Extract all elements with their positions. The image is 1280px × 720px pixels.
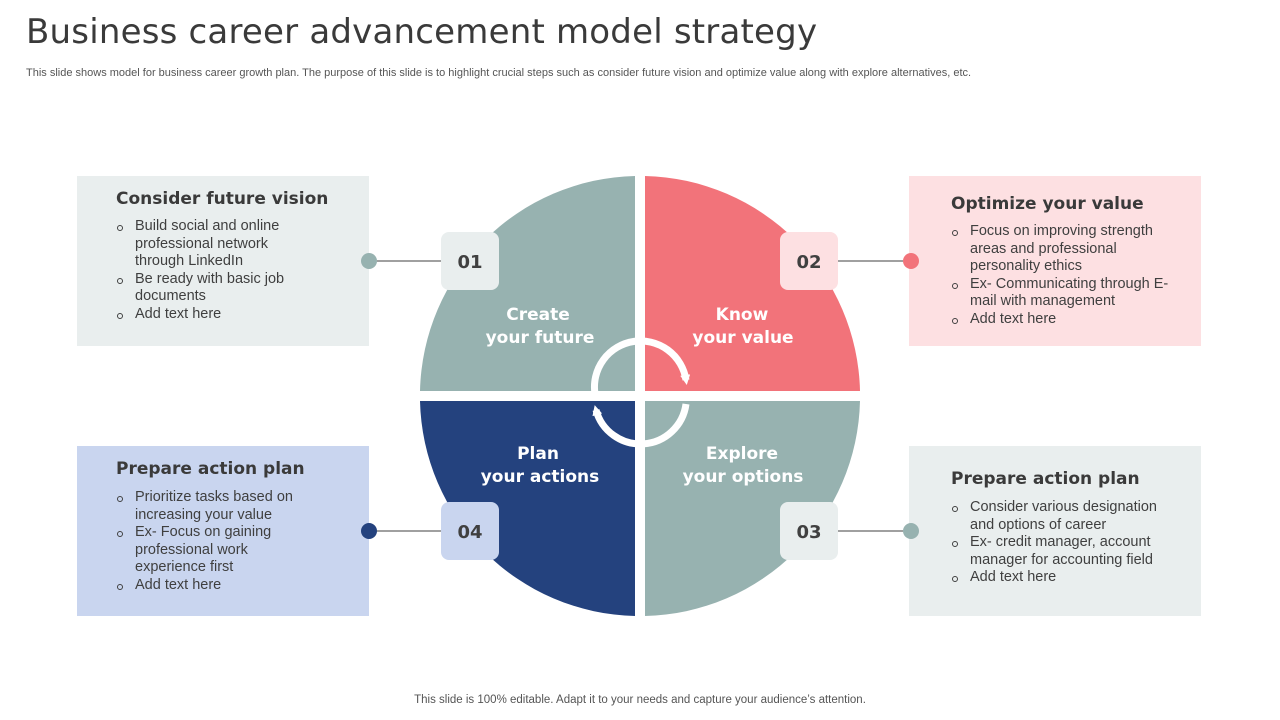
card-title: Prepare action plan	[951, 469, 1140, 489]
card-title: Consider future vision	[116, 189, 329, 209]
bullet-item: Be ready with basic job documents	[116, 271, 285, 306]
bullet-item: Add text here	[951, 311, 1175, 329]
number-badge-02: 02	[780, 232, 838, 290]
number-label: 02	[796, 252, 821, 273]
bullet-item: Add text here	[116, 577, 321, 595]
number-label: 01	[457, 252, 482, 273]
quadrant-label-line1: Create	[506, 305, 570, 325]
bullet-item: Ex- credit manager, account manager for …	[951, 534, 1175, 569]
quadrant-label-line1: Plan	[517, 444, 559, 464]
card-bullet-list: Build social and online professional net…	[116, 218, 316, 324]
quadrant-label-line2: your future	[486, 328, 595, 348]
connector-dot-01	[361, 253, 377, 269]
number-label: 03	[796, 522, 821, 543]
number-label: 04	[457, 522, 482, 543]
quadrant-explore-your-options	[645, 401, 860, 616]
card-bullet-list: Prioritize tasks based on increasing you…	[116, 489, 321, 595]
bullet-item: Consider various designation and options…	[951, 499, 1175, 534]
card-bullet-list: Focus on improving strength areas and pr…	[951, 223, 1175, 329]
connector-dot-02	[903, 253, 919, 269]
quadrant-label-line1: Know	[716, 305, 769, 325]
connector-dot-04	[361, 523, 377, 539]
card-bullet-list: Consider various designation and options…	[951, 499, 1175, 587]
slide-footer: This slide is 100% editable. Adapt it to…	[414, 694, 866, 706]
slide-title: Business career advancement model strate…	[26, 12, 818, 52]
bullet-item: Ex- Focus on gaining professional work e…	[116, 524, 295, 577]
quadrant-label-line2: your options	[683, 467, 804, 487]
quadrant-create-your-future	[420, 176, 635, 391]
slide-subtitle: This slide shows model for business care…	[26, 67, 972, 79]
card-title: Prepare action plan	[116, 459, 305, 479]
circular-arrows-icon	[590, 337, 691, 448]
quadrant-label-line2: your actions	[481, 467, 600, 487]
card-prepare-action-plan-right: Prepare action plan Consider various des…	[909, 446, 1201, 616]
number-badge-03: 03	[780, 502, 838, 560]
bullet-item: Build social and online professional net…	[116, 218, 316, 271]
quadrant-label-line1: Explore	[706, 444, 778, 464]
number-badge-04: 04	[441, 502, 499, 560]
card-consider-future-vision: Consider future vision Build social and …	[77, 176, 369, 346]
bullet-item: Ex- Communicating through E-mail with ma…	[951, 276, 1175, 311]
bullet-item: Add text here	[116, 306, 316, 324]
number-badge-01: 01	[441, 232, 499, 290]
connector-dot-03	[903, 523, 919, 539]
bullet-item: Add text here	[951, 569, 1175, 587]
quadrant-plan-your-actions	[420, 401, 635, 616]
quadrant-know-your-value	[645, 176, 860, 391]
bullet-item: Prioritize tasks based on increasing you…	[116, 489, 321, 524]
card-optimize-your-value: Optimize your value Focus on improving s…	[909, 176, 1201, 346]
bullet-item: Focus on improving strength areas and pr…	[951, 223, 1175, 276]
quadrant-label-line2: your value	[692, 328, 793, 348]
card-title: Optimize your value	[951, 194, 1144, 214]
card-prepare-action-plan-left: Prepare action plan Prioritize tasks bas…	[77, 446, 369, 616]
